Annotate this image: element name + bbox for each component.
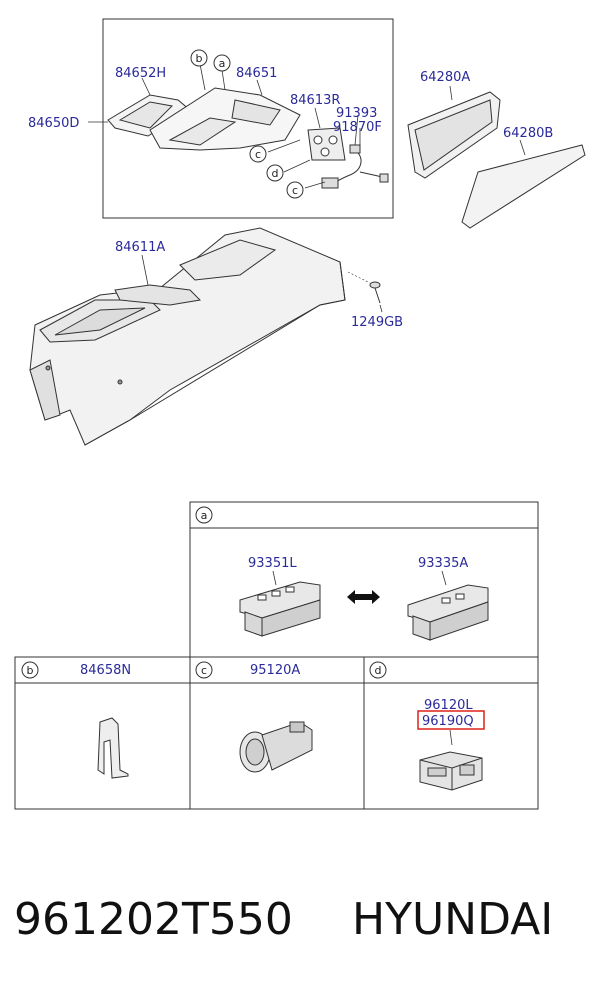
side-cover-64280B-part bbox=[461, 144, 586, 229]
label-91870F: 91870F bbox=[333, 120, 382, 135]
brand-name-text: HYUNDAI bbox=[352, 894, 554, 945]
lower-parts-table bbox=[14, 501, 539, 810]
label-91393: 91393 bbox=[336, 106, 377, 121]
label-84651: 84651 bbox=[236, 66, 277, 81]
marker-b-top: b bbox=[190, 49, 208, 67]
label-95120A: 95120A bbox=[250, 663, 300, 678]
screw-part bbox=[369, 281, 381, 304]
wiring-harness-part bbox=[321, 144, 389, 189]
svg-text:a: a bbox=[219, 57, 226, 70]
label-93351L: 93351L bbox=[248, 556, 297, 571]
label-93335A: 93335A bbox=[418, 556, 468, 571]
marker-b-table: b bbox=[21, 661, 39, 679]
marker-a-top: a bbox=[213, 54, 231, 72]
label-84611A: 84611A bbox=[115, 240, 165, 255]
label-84658N: 84658N bbox=[80, 663, 131, 678]
aux-jack-96120L-part bbox=[419, 751, 483, 791]
part-number-text: 961202T550 bbox=[14, 894, 293, 945]
clip-84658N-part bbox=[97, 717, 129, 779]
svg-text:c: c bbox=[292, 184, 298, 197]
label-84613R: 84613R bbox=[290, 93, 340, 108]
marker-c-top-2: c bbox=[286, 181, 304, 199]
upper-detail-frame bbox=[102, 18, 394, 219]
side-cover-64280A-part bbox=[407, 91, 501, 179]
footer-bar: 961202T550 HYUNDAI bbox=[0, 880, 600, 997]
switch-93351L-part bbox=[239, 581, 321, 637]
label-64280B: 64280B bbox=[503, 126, 553, 141]
parts-diagram: b a c d c 84652H 84651 84650D 84613R 913… bbox=[14, 18, 586, 810]
marker-c-table: c bbox=[195, 661, 213, 679]
label-96190Q: 96190Q bbox=[422, 714, 474, 729]
svg-text:b: b bbox=[196, 52, 203, 65]
marker-c-top-1: c bbox=[249, 145, 267, 163]
marker-a-table: a bbox=[195, 506, 213, 524]
console-upper-cover-part bbox=[149, 87, 301, 151]
svg-text:d: d bbox=[375, 664, 382, 677]
svg-text:b: b bbox=[27, 664, 34, 677]
power-outlet-95120A-part bbox=[239, 721, 313, 773]
svg-text:c: c bbox=[255, 148, 261, 161]
swap-arrow-icon bbox=[347, 590, 380, 604]
marker-d-top: d bbox=[266, 164, 284, 182]
svg-text:a: a bbox=[201, 509, 208, 522]
floor-console-part bbox=[29, 227, 346, 446]
label-84650D: 84650D bbox=[28, 116, 79, 131]
switch-93335A-part bbox=[407, 584, 489, 641]
shift-bezel-part bbox=[107, 94, 191, 137]
label-64280A: 64280A bbox=[420, 70, 470, 85]
highlight-96190Q bbox=[417, 710, 485, 730]
switch-panel-part bbox=[307, 127, 346, 161]
marker-d-table: d bbox=[369, 661, 387, 679]
label-84652H: 84652H bbox=[115, 66, 166, 81]
label-1249GB: 1249GB bbox=[351, 315, 403, 330]
svg-text:d: d bbox=[272, 167, 279, 180]
label-96120L: 96120L bbox=[424, 698, 473, 713]
svg-text:c: c bbox=[201, 664, 207, 677]
